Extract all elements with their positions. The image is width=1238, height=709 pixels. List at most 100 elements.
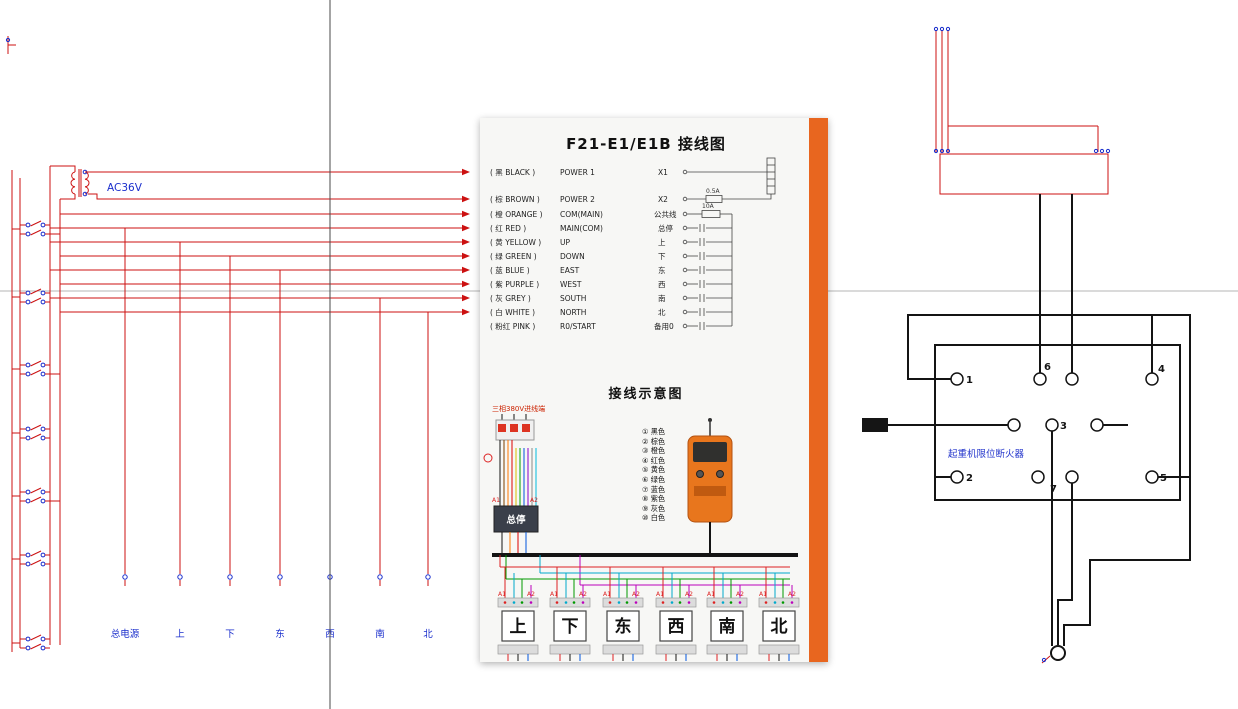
datasheet-drawing: F21-E1/E1B 接线图 ( 黑 BLACK ) POWER 1 X1 ( … [483, 118, 828, 662]
svg-text:⑥ 绿色: ⑥ 绿色 [642, 475, 665, 484]
color-legend: ① 黑色 ② 棕色 ③ 橙色 ④ 红色 ⑤ 黄色 ⑥ 绿色 ⑦ 蓝色 ⑧ 紫色 … [642, 427, 665, 522]
terminal-label-down: 下 [225, 629, 235, 640]
svg-text:( 橙 ORANGE ): ( 橙 ORANGE ) [490, 209, 543, 219]
svg-text:A2: A2 [530, 497, 538, 504]
diagram-section-title: 接线示意图 [608, 386, 683, 402]
device-label: 起重机限位断火器 [948, 448, 1025, 460]
contactor-label-north: 北 [771, 617, 788, 637]
terminal-number-2: 2 [966, 473, 973, 484]
terminal-number-3: 3 [1060, 421, 1067, 432]
svg-text:SOUTH: SOUTH [560, 294, 586, 303]
svg-text:A1: A1 [603, 591, 611, 598]
svg-text:A2: A2 [685, 591, 693, 598]
svg-text:A1: A1 [656, 591, 664, 598]
terminal-number-7: 7 [1050, 484, 1057, 495]
bus-bar [492, 553, 798, 586]
svg-text:A2: A2 [788, 591, 796, 598]
svg-text:( 白 WHITE ): ( 白 WHITE ) [490, 307, 535, 317]
signal-runs [50, 171, 462, 313]
left-schematic[interactable]: AC36V [5, 36, 470, 652]
terminal-label-south: 南 [375, 628, 385, 640]
remote-transmitter [687, 418, 733, 555]
svg-text:( 粉红 PINK ): ( 粉红 PINK ) [490, 321, 535, 331]
terminal-number-5: 5 [1160, 473, 1167, 484]
svg-text:( 紫 PURPLE ): ( 紫 PURPLE ) [490, 280, 539, 289]
fuse-large-label: 10A [702, 203, 715, 210]
svg-text:EAST: EAST [560, 266, 580, 275]
terminal-number-4: 4 [1158, 364, 1165, 375]
relay-contacts [12, 220, 60, 651]
terminal-drops [122, 228, 431, 586]
transformer-symbol [50, 165, 90, 200]
incoming-power-label: 三相380V进线端 [492, 404, 545, 413]
contactor-label-east: 东 [615, 616, 632, 637]
contactor-label-west: 西 [668, 617, 685, 637]
terminal-label-up: 上 [175, 629, 185, 640]
svg-text:A1: A1 [550, 591, 558, 598]
wiring-table: ( 黑 BLACK ) POWER 1 X1 ( 棕 BROWN ) POWER… [490, 168, 677, 331]
svg-text:总停: 总停 [658, 223, 673, 233]
terminal-number-1: 1 [966, 375, 973, 386]
svg-text:上: 上 [658, 238, 666, 247]
svg-text:UP: UP [560, 238, 570, 247]
terminal-numbers: 1 6 4 3 2 7 5 [966, 362, 1167, 495]
svg-text:POWER 2: POWER 2 [560, 195, 595, 204]
svg-text:( 棕 BROWN ): ( 棕 BROWN ) [490, 194, 540, 204]
svg-text:① 黑色: ① 黑色 [642, 427, 665, 436]
svg-text:⑩ 白色: ⑩ 白色 [642, 513, 665, 522]
svg-text:X2: X2 [658, 195, 668, 204]
svg-text:COM(MAIN): COM(MAIN) [560, 210, 603, 219]
svg-text:东: 东 [658, 265, 666, 275]
svg-text:( 红 RED ): ( 红 RED ) [490, 223, 526, 233]
run-arrowheads [462, 168, 470, 316]
svg-text:③ 橙色: ③ 橙色 [642, 446, 665, 455]
bottom-outlet [1041, 645, 1066, 664]
svg-text:( 黄 YELLOW ): ( 黄 YELLOW ) [490, 237, 541, 247]
svg-text:南: 南 [658, 293, 666, 303]
svg-text:( 灰 GREY ): ( 灰 GREY ) [490, 293, 531, 303]
device-terminals [950, 372, 1159, 484]
breaker-device-body [934, 344, 1181, 501]
svg-text:A1: A1 [759, 591, 767, 598]
orange-accent-bar [809, 118, 828, 662]
svg-text:NORTH: NORTH [560, 308, 586, 317]
wire-bundle [499, 440, 537, 506]
svg-text:备用0: 备用0 [654, 321, 674, 331]
svg-text:A1: A1 [492, 497, 500, 504]
svg-text:A2: A2 [632, 591, 640, 598]
datasheet-panel[interactable]: F21-E1/E1B 接线图 ( 黑 BLACK ) POWER 1 X1 ( … [480, 118, 828, 662]
device-wiring [888, 194, 1191, 646]
left-top-terminal [5, 36, 16, 54]
contactor-label-up: 上 [510, 617, 527, 637]
supply-voltage-label: AC36V [107, 182, 143, 194]
contactor-label-south: 南 [719, 616, 736, 637]
svg-text:A1: A1 [707, 591, 715, 598]
svg-text:( 蓝 BLUE ): ( 蓝 BLUE ) [490, 265, 530, 275]
terminal-label-main: 总电源 [111, 628, 140, 640]
right-schematic[interactable]: 1 6 4 3 2 7 5 起重机限位断火器 [862, 26, 1191, 664]
svg-text:A2: A2 [736, 591, 744, 598]
terminal-number-6: 6 [1044, 362, 1051, 373]
svg-text:⑨ 灰色: ⑨ 灰色 [642, 504, 665, 513]
main-stop-contactor: A1 A2 总停 [492, 497, 539, 555]
circuit-breaker [483, 414, 535, 463]
table-symbols [682, 157, 776, 331]
svg-text:POWER 1: POWER 1 [560, 168, 595, 177]
contactor-label-down: 下 [562, 617, 579, 637]
limit-switch-connector [862, 418, 888, 432]
svg-text:A1: A1 [498, 591, 506, 598]
svg-text:WEST: WEST [560, 280, 582, 289]
feeder-wires [933, 26, 1111, 195]
fuse-small-label: 0.5A [706, 188, 721, 195]
svg-text:R0/START: R0/START [560, 322, 596, 331]
svg-text:④ 红色: ④ 红色 [642, 456, 665, 465]
svg-text:② 棕色: ② 棕色 [642, 437, 665, 446]
svg-text:下: 下 [658, 252, 666, 261]
main-stop-label: 总停 [506, 514, 526, 526]
terminal-label-north: 北 [423, 629, 433, 640]
direction-contactors: A1 A2 A1 A2 A1 A2 A1 A2 A1 A2 A1 A2 上 下 … [497, 566, 800, 662]
ladder-bus [11, 166, 61, 652]
datasheet-title: F21-E1/E1B 接线图 [566, 135, 726, 153]
